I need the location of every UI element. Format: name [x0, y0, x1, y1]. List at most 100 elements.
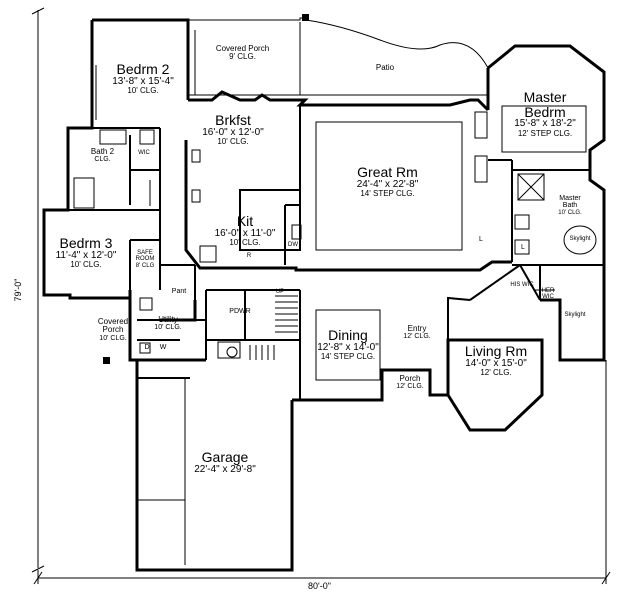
- room-name: WIC: [138, 150, 150, 156]
- room-utility: Utility 10' CLG.: [148, 315, 188, 332]
- posts: [103, 14, 309, 364]
- room-master-bath: Master Bath 10' CLG.: [552, 195, 588, 216]
- room-size: 14'-0" x 15'-0": [465, 357, 527, 369]
- room-ceiling: 9' CLG.: [229, 52, 256, 62]
- label-l1: L: [476, 236, 486, 243]
- room-ceiling: 10' CLG.: [154, 324, 182, 332]
- room-name: DW: [288, 242, 298, 248]
- interior-walls: [68, 105, 604, 400]
- label-r: R: [244, 253, 254, 259]
- room-name: PDWR: [229, 308, 251, 315]
- room-ceiling: 12' STEP CLG.: [517, 128, 573, 138]
- width-dimension: 80'-0": [308, 581, 331, 591]
- stair-treads: [249, 295, 298, 360]
- room-covered-porch-top: Covered Porch 9' CLG.: [215, 44, 270, 62]
- patio-outlines: [188, 17, 489, 96]
- room-name: Living Rm: [464, 343, 528, 359]
- room-safe-room: SAFE ROOM 8' CLG: [131, 250, 159, 269]
- label-l2: L: [518, 244, 528, 251]
- room-garage: Garage 22'-4" x 29'-8": [185, 450, 265, 475]
- room-dining: Dining 12'-8" x 14'-0" 14' STEP CLG.: [306, 328, 390, 362]
- room-name: Master Bath: [559, 195, 581, 210]
- room-name: Covered Porch: [215, 44, 270, 53]
- room-size: 16'-0" x 11'-0": [214, 227, 276, 239]
- room-name: W: [159, 344, 167, 351]
- room-his-wic: HIS WIC: [510, 282, 534, 288]
- room-name: Master Bedrm: [523, 89, 567, 120]
- room-ceiling: 10' CLG.: [217, 137, 249, 147]
- room-bath2: Bath 2 CLG.: [80, 147, 125, 164]
- room-name: L: [479, 236, 483, 243]
- room-name: Pant: [171, 288, 187, 295]
- room-name: HIS WIC: [510, 282, 534, 288]
- room-size: 22'-4" x 29'-8": [194, 463, 256, 475]
- room-name: L: [521, 244, 525, 251]
- room-name: Skylight: [564, 312, 586, 318]
- room-pant: Pant: [166, 288, 192, 295]
- fixtures: [73, 111, 597, 359]
- room-entry: Entry 12' CLG.: [392, 324, 442, 341]
- room-name: Great Rm: [357, 164, 418, 180]
- room-size: 15'-8" x 18'-2": [514, 118, 576, 130]
- room-ceiling: CLG.: [94, 156, 111, 164]
- room-ceiling: 12' CLG.: [480, 368, 512, 378]
- room-pdwr: PDWR: [225, 308, 255, 315]
- room-name: Kit: [236, 213, 254, 229]
- exterior-walls: [42, 18, 606, 572]
- room-name: SAFE ROOM: [135, 250, 155, 263]
- depth-dimension: 79'-0": [13, 278, 23, 302]
- room-bedrm3: Bedrm 3 11'-4" x 12'-0" 10' CLG.: [46, 236, 126, 270]
- closet-lines: [95, 65, 555, 301]
- label-dw: DW: [285, 242, 301, 248]
- room-ceiling: 12' CLG.: [403, 333, 431, 341]
- room-bedrm2: Bedrm 2 13'-8" x 15'-4" 10' CLG.: [98, 62, 188, 96]
- room-name: Entry: [407, 324, 427, 333]
- room-skylight2: Skylight: [558, 312, 592, 318]
- room-size: 11'-4" x 12'-0": [55, 249, 117, 261]
- dimension-lines: [31, 7, 611, 585]
- room-ceiling: 10' CLG.: [127, 86, 159, 96]
- room-name: R: [246, 253, 252, 259]
- room-brkfst: Brkfst 16'-0" x 12'-0" 10' CLG.: [198, 113, 268, 147]
- room-ceiling: 10' CLG.: [70, 260, 102, 270]
- room-skylight1: Skylight: [562, 236, 598, 242]
- room-name: Brkfst: [215, 112, 251, 128]
- room-name: Covered Porch: [97, 317, 129, 335]
- room-name: Dining: [328, 327, 368, 343]
- room-name: Bedrm 3: [59, 235, 113, 251]
- room-ceiling: 10' CLG.: [99, 334, 127, 342]
- room-ceiling: 14' STEP CLG.: [360, 189, 415, 199]
- room-kit: Kit 16'-0" x 11'-0" 10' CLG.: [200, 214, 290, 248]
- garage-doors: [137, 378, 186, 565]
- room-ceiling: 10' CLG.: [229, 238, 261, 248]
- room-name: Bedrm 2: [116, 61, 170, 77]
- room-covered-porch-side: Covered Porch 10' CLG.: [92, 317, 134, 342]
- room-size: 12'-8" x 14'-0": [317, 341, 379, 353]
- room-ceiling: 12' CLG.: [396, 383, 424, 391]
- room-ceiling: 10' CLG.: [558, 209, 582, 216]
- room-size: 16'-0" x 12'-0": [202, 126, 264, 138]
- room-master-bedrm: Master Bedrm 15'-8" x 18'-2" 12' STEP CL…: [500, 90, 590, 138]
- room-name: Utility: [158, 315, 178, 324]
- label-w: W: [158, 344, 168, 351]
- room-name: D: [144, 344, 150, 351]
- room-name: Porch: [399, 374, 421, 383]
- room-size: 24'-4" x 22'-8": [356, 178, 419, 190]
- room-name: UP: [275, 289, 285, 295]
- room-ceiling: 8' CLG: [135, 262, 155, 269]
- room-name: Bath 2: [90, 147, 115, 156]
- room-patio: Patio: [360, 63, 410, 72]
- label-up: UP: [272, 289, 288, 295]
- room-size: 13'-8" x 15'-4": [112, 75, 174, 87]
- room-living-rm: Living Rm 14'-0" x 15'-0" 12' CLG.: [450, 344, 542, 378]
- room-name: Patio: [375, 63, 395, 72]
- label-d: D: [142, 344, 152, 351]
- room-great-rm: Great Rm 24'-4" x 22'-8" 14' STEP CLG.: [330, 165, 445, 199]
- room-wic: WIC: [133, 150, 155, 156]
- room-ceiling: 14' STEP CLG.: [320, 352, 376, 362]
- room-name: Skylight: [569, 236, 591, 242]
- room-name: HER WIC: [541, 288, 555, 301]
- room-name: Garage: [201, 449, 249, 465]
- room-porch-front: Porch 12' CLG.: [390, 374, 430, 391]
